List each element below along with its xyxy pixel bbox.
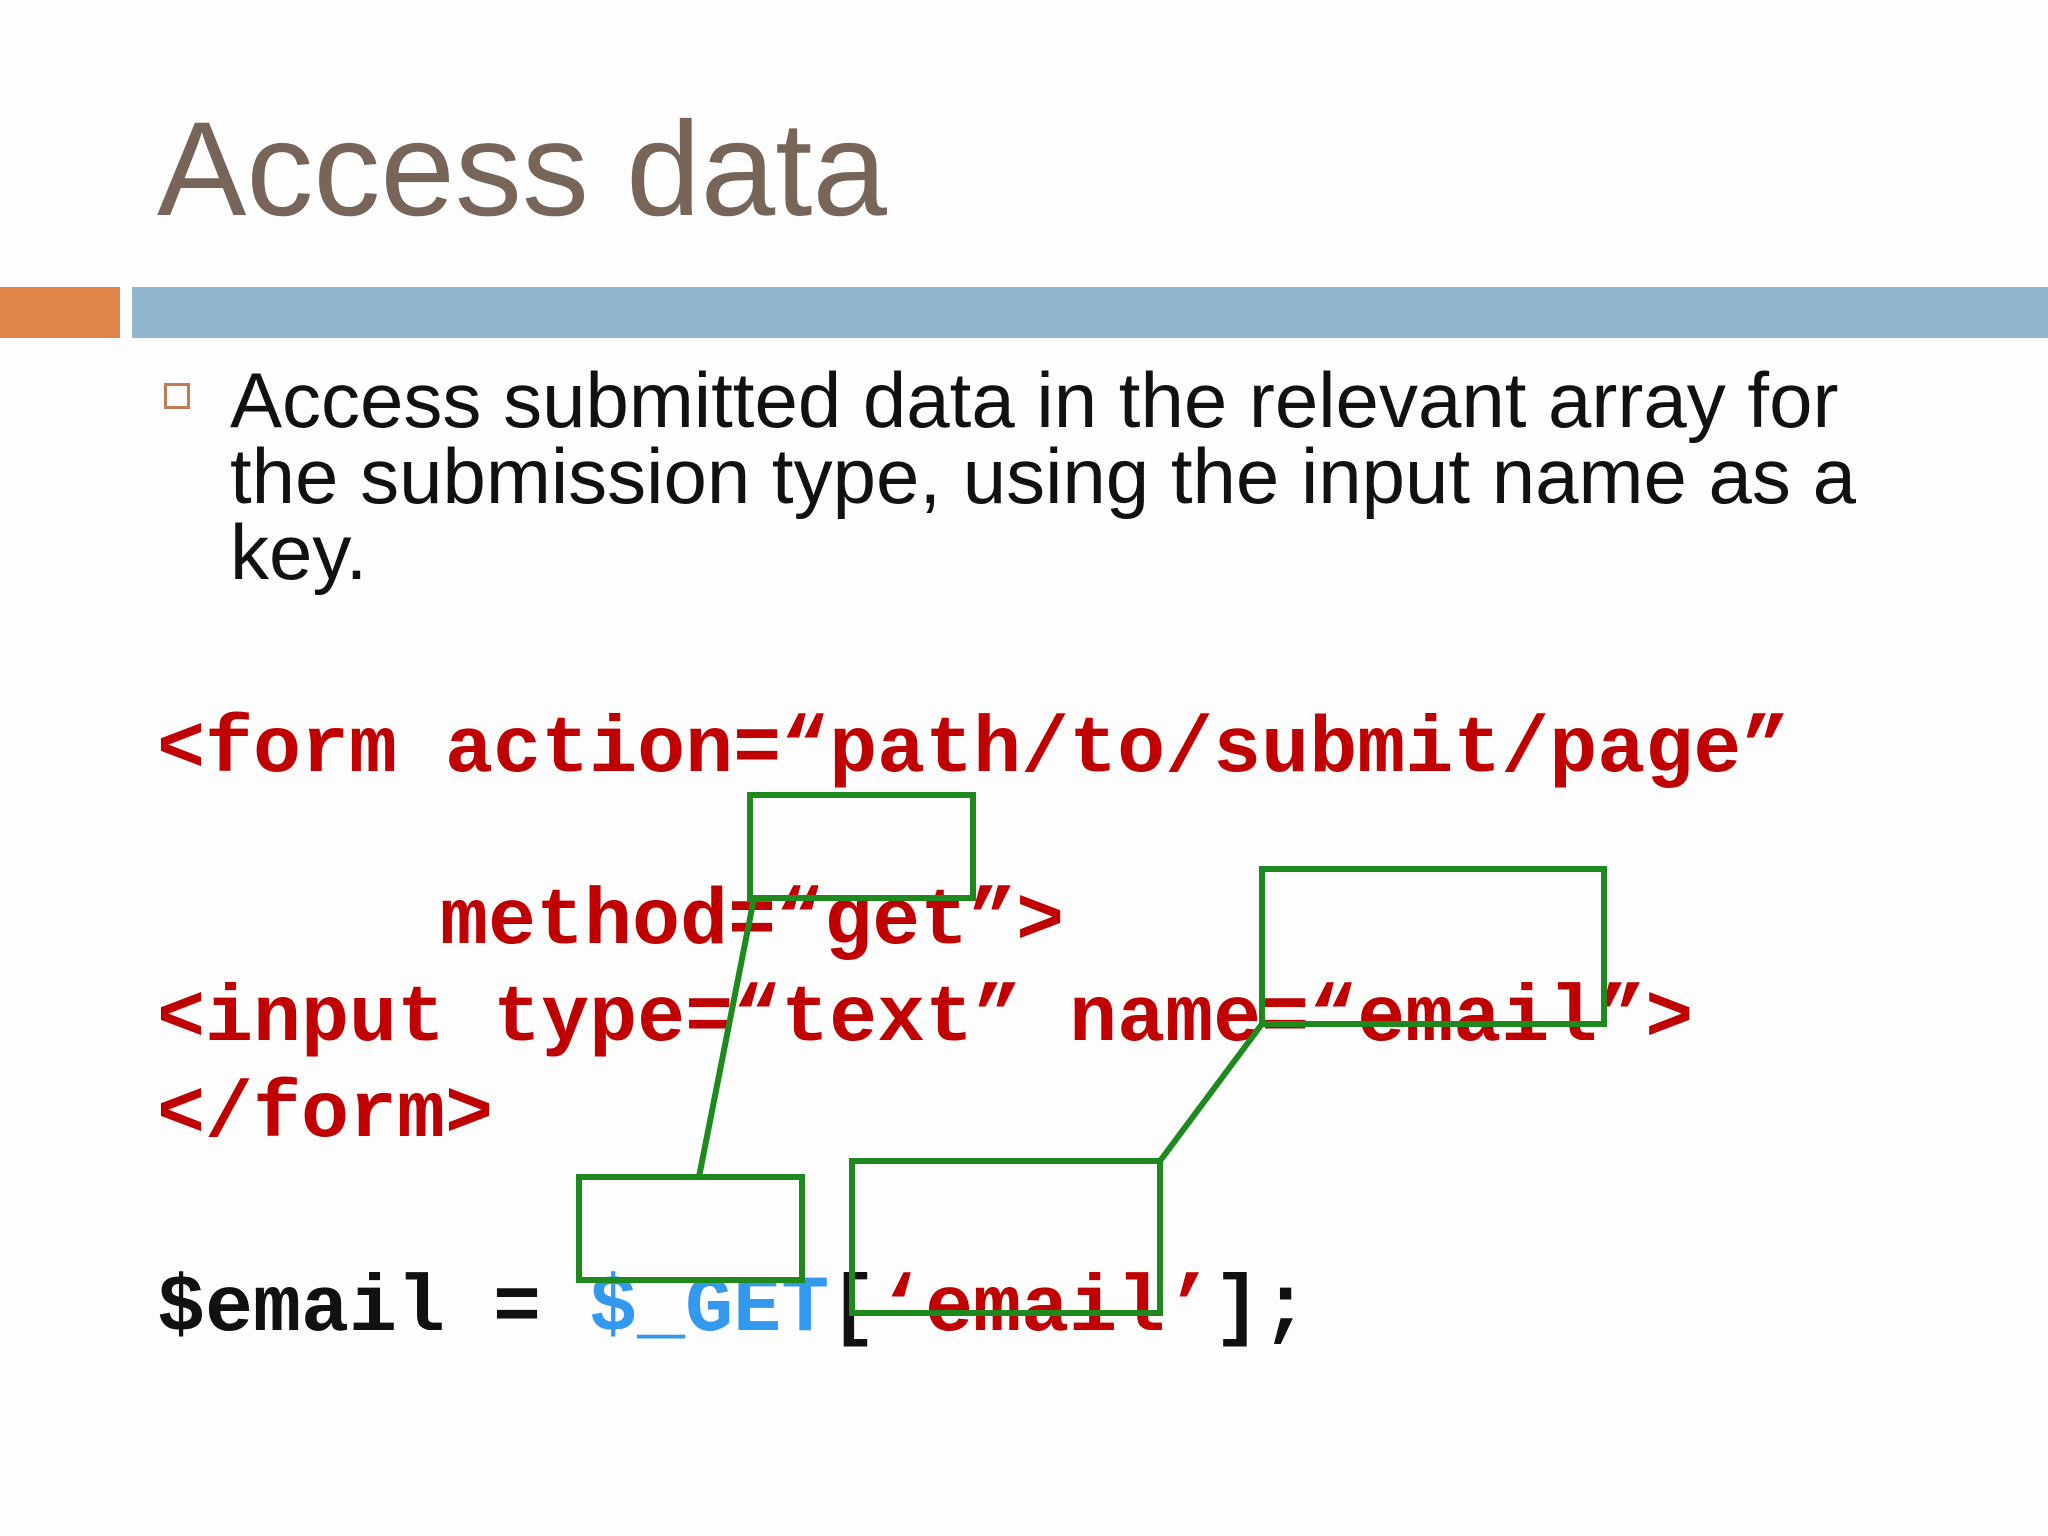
slide-title: Access data xyxy=(157,95,887,244)
php-open-bracket: [ xyxy=(829,1264,878,1355)
code-line-method: method=“get”> xyxy=(440,877,1065,968)
code-line-input: <input type=“text” name=“email”> xyxy=(157,974,1694,1065)
php-close-bracket: ]; xyxy=(1213,1264,1310,1355)
code-line-form-open: <form action=“path/to/submit/page” xyxy=(157,705,1790,796)
php-variable: $email = xyxy=(157,1264,590,1355)
php-get-array: $_GET xyxy=(589,1264,830,1355)
title-divider-bar xyxy=(132,287,2048,338)
php-key: ‘email’ xyxy=(877,1264,1214,1355)
code-line-php: $email = $_GET[‘email’]; xyxy=(157,1262,1309,1358)
bullet-text: Access submitted data in the relevant ar… xyxy=(230,356,1856,596)
accent-bar xyxy=(0,287,120,338)
code-line-form-close: </form> xyxy=(157,1070,494,1161)
bullet-square-icon xyxy=(164,383,190,409)
